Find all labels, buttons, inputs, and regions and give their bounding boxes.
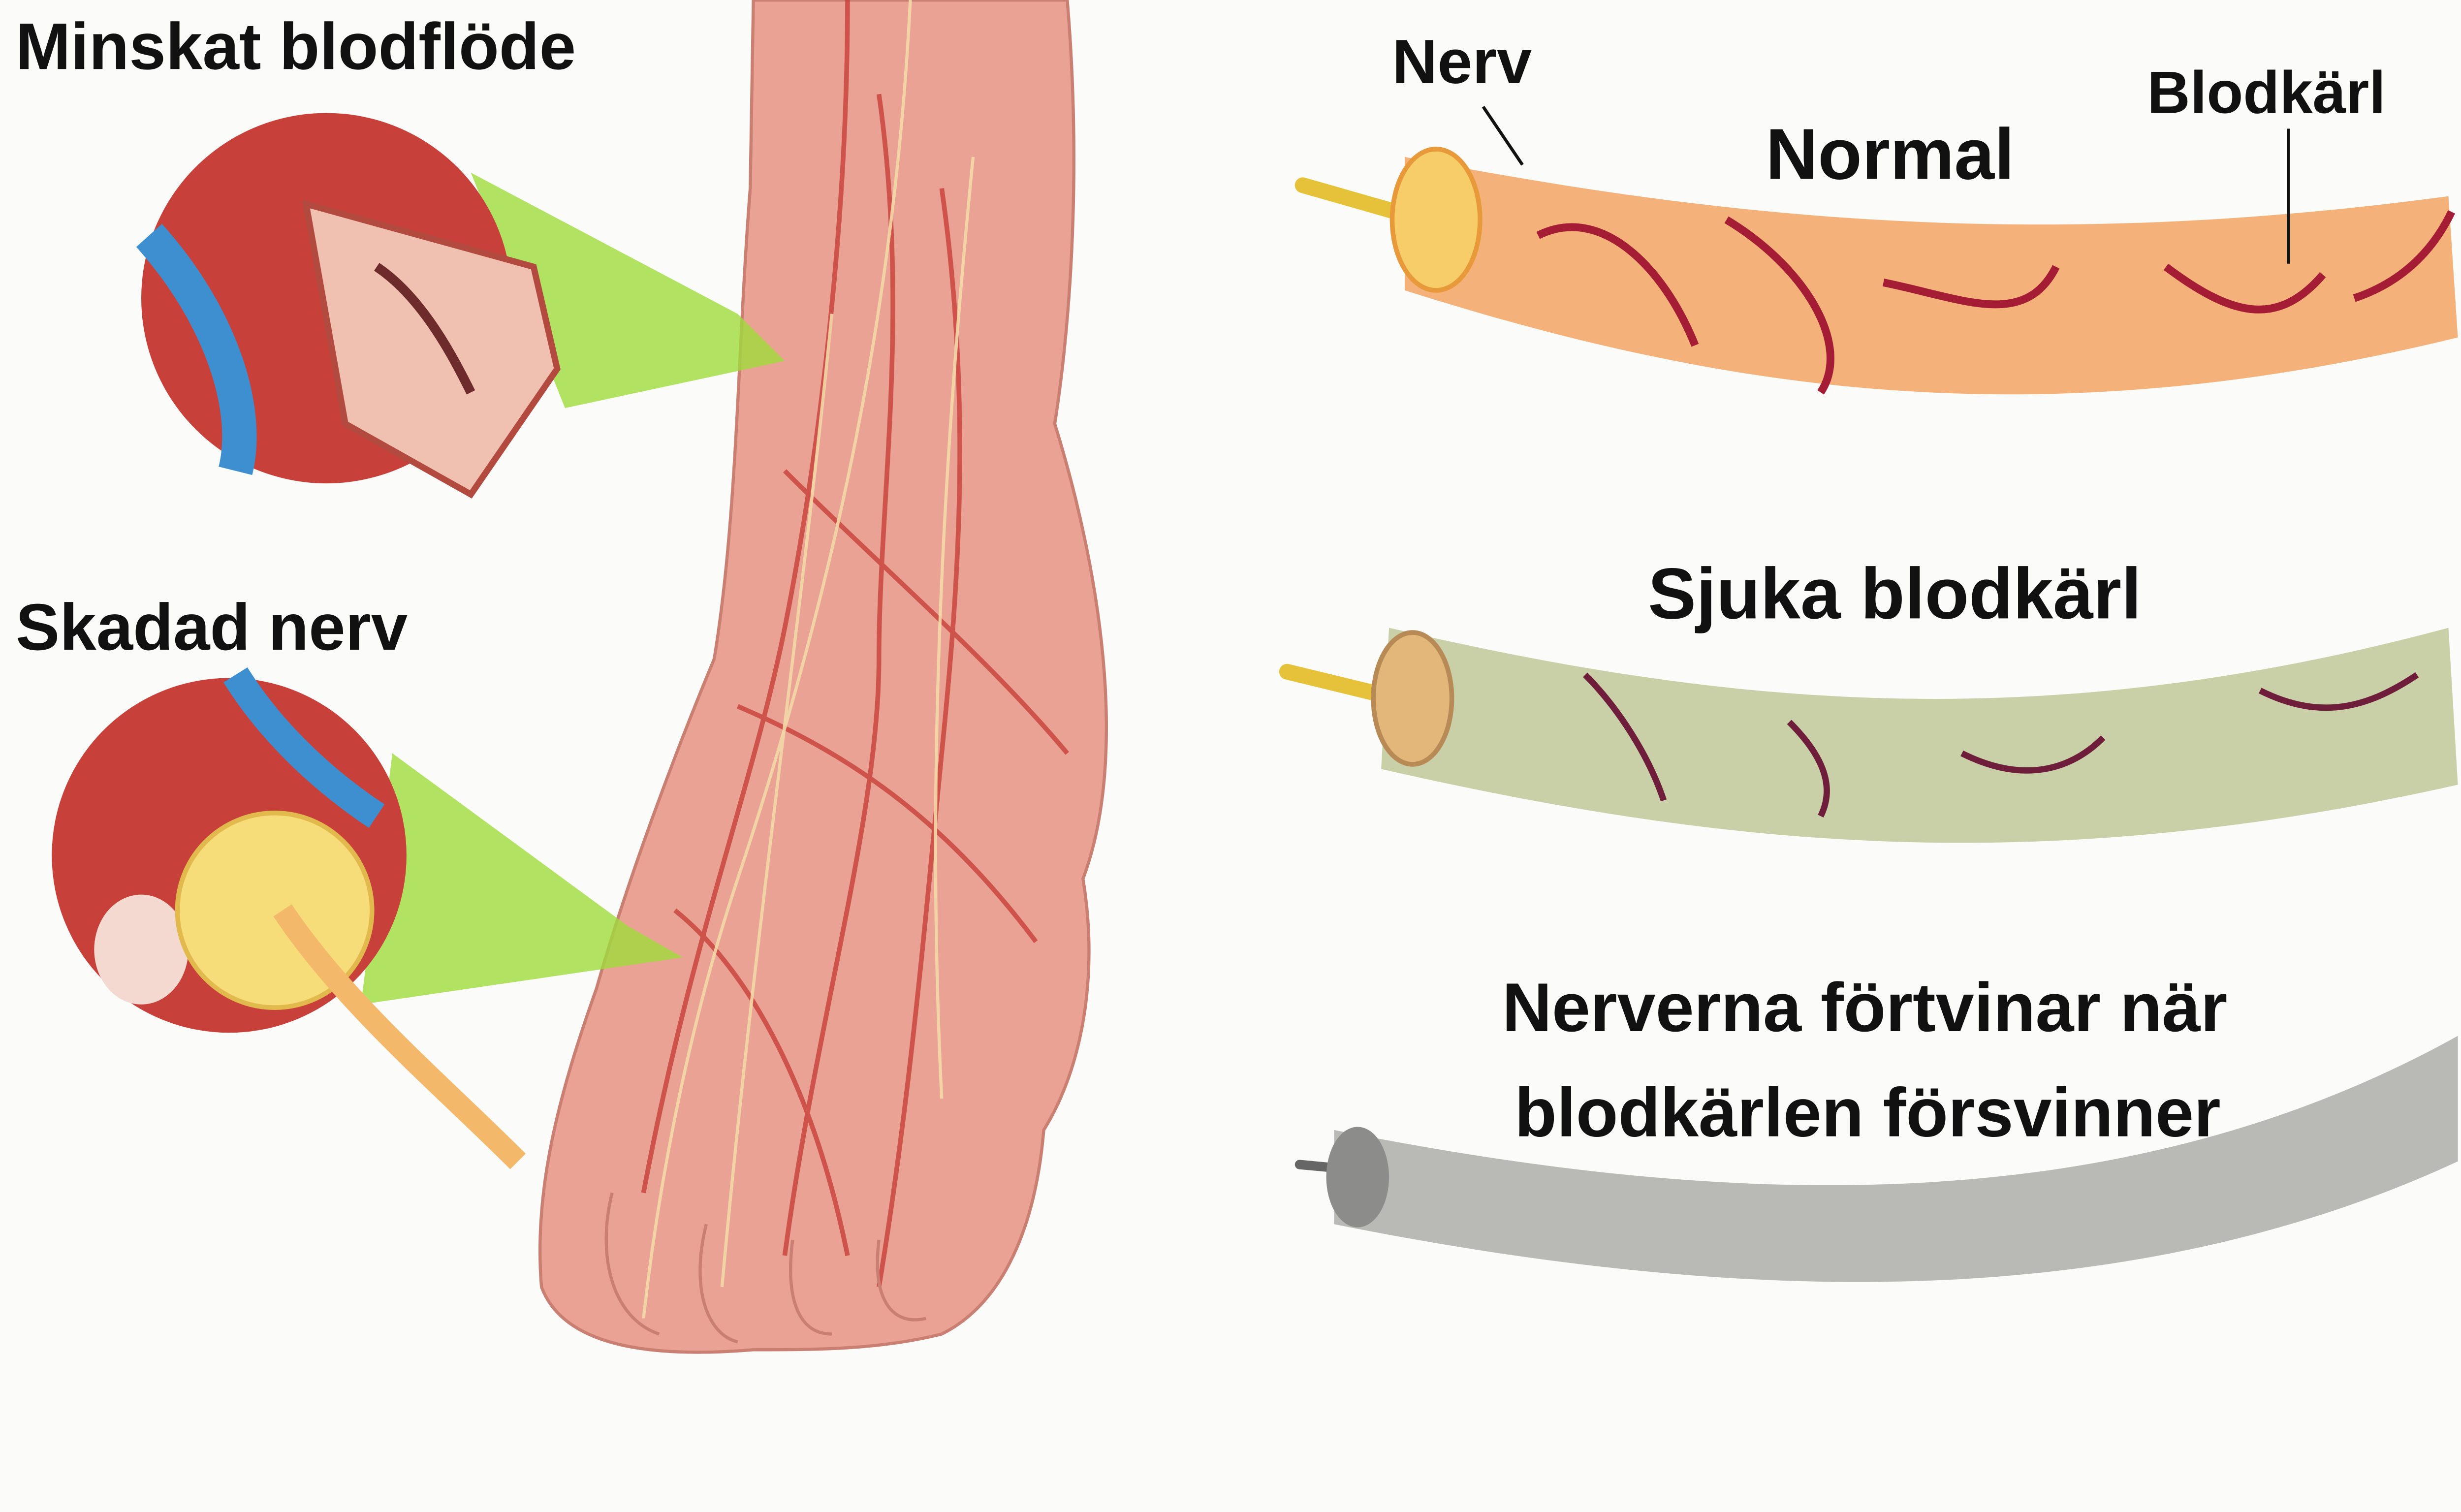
label-atrophy-line2: blodkärlen försvinner [1514,1074,2220,1151]
normal-nerve [1294,147,2458,395]
label-normal: Normal [1766,114,2014,195]
label-diseased-vessels: Sjuka blodkärl [1648,553,2142,634]
label-reduced-blood-flow: Minskat blodflöde [16,10,576,83]
foot-illustration [538,0,1108,1354]
diabetic-neuropathy-diagram: Minskat blodflöde Skadad nerv Nerv Norma… [16,0,2458,1354]
atrophied-nerve [1294,1036,2458,1282]
nerve-pointer-arrow [1482,106,1524,166]
nerve-cross-section [52,667,526,1169]
label-atrophy-line1: Nerverna förtvinar när [1502,969,2228,1046]
nerve-callout [361,753,683,1005]
label-nerve: Nerv [1392,27,1532,97]
label-damaged-nerve: Skadad nerv [16,591,408,664]
diseased-nerve [1279,628,2458,843]
artery-cross-section [136,113,561,499]
label-blood-vessel: Blodkärl [2147,59,2386,126]
